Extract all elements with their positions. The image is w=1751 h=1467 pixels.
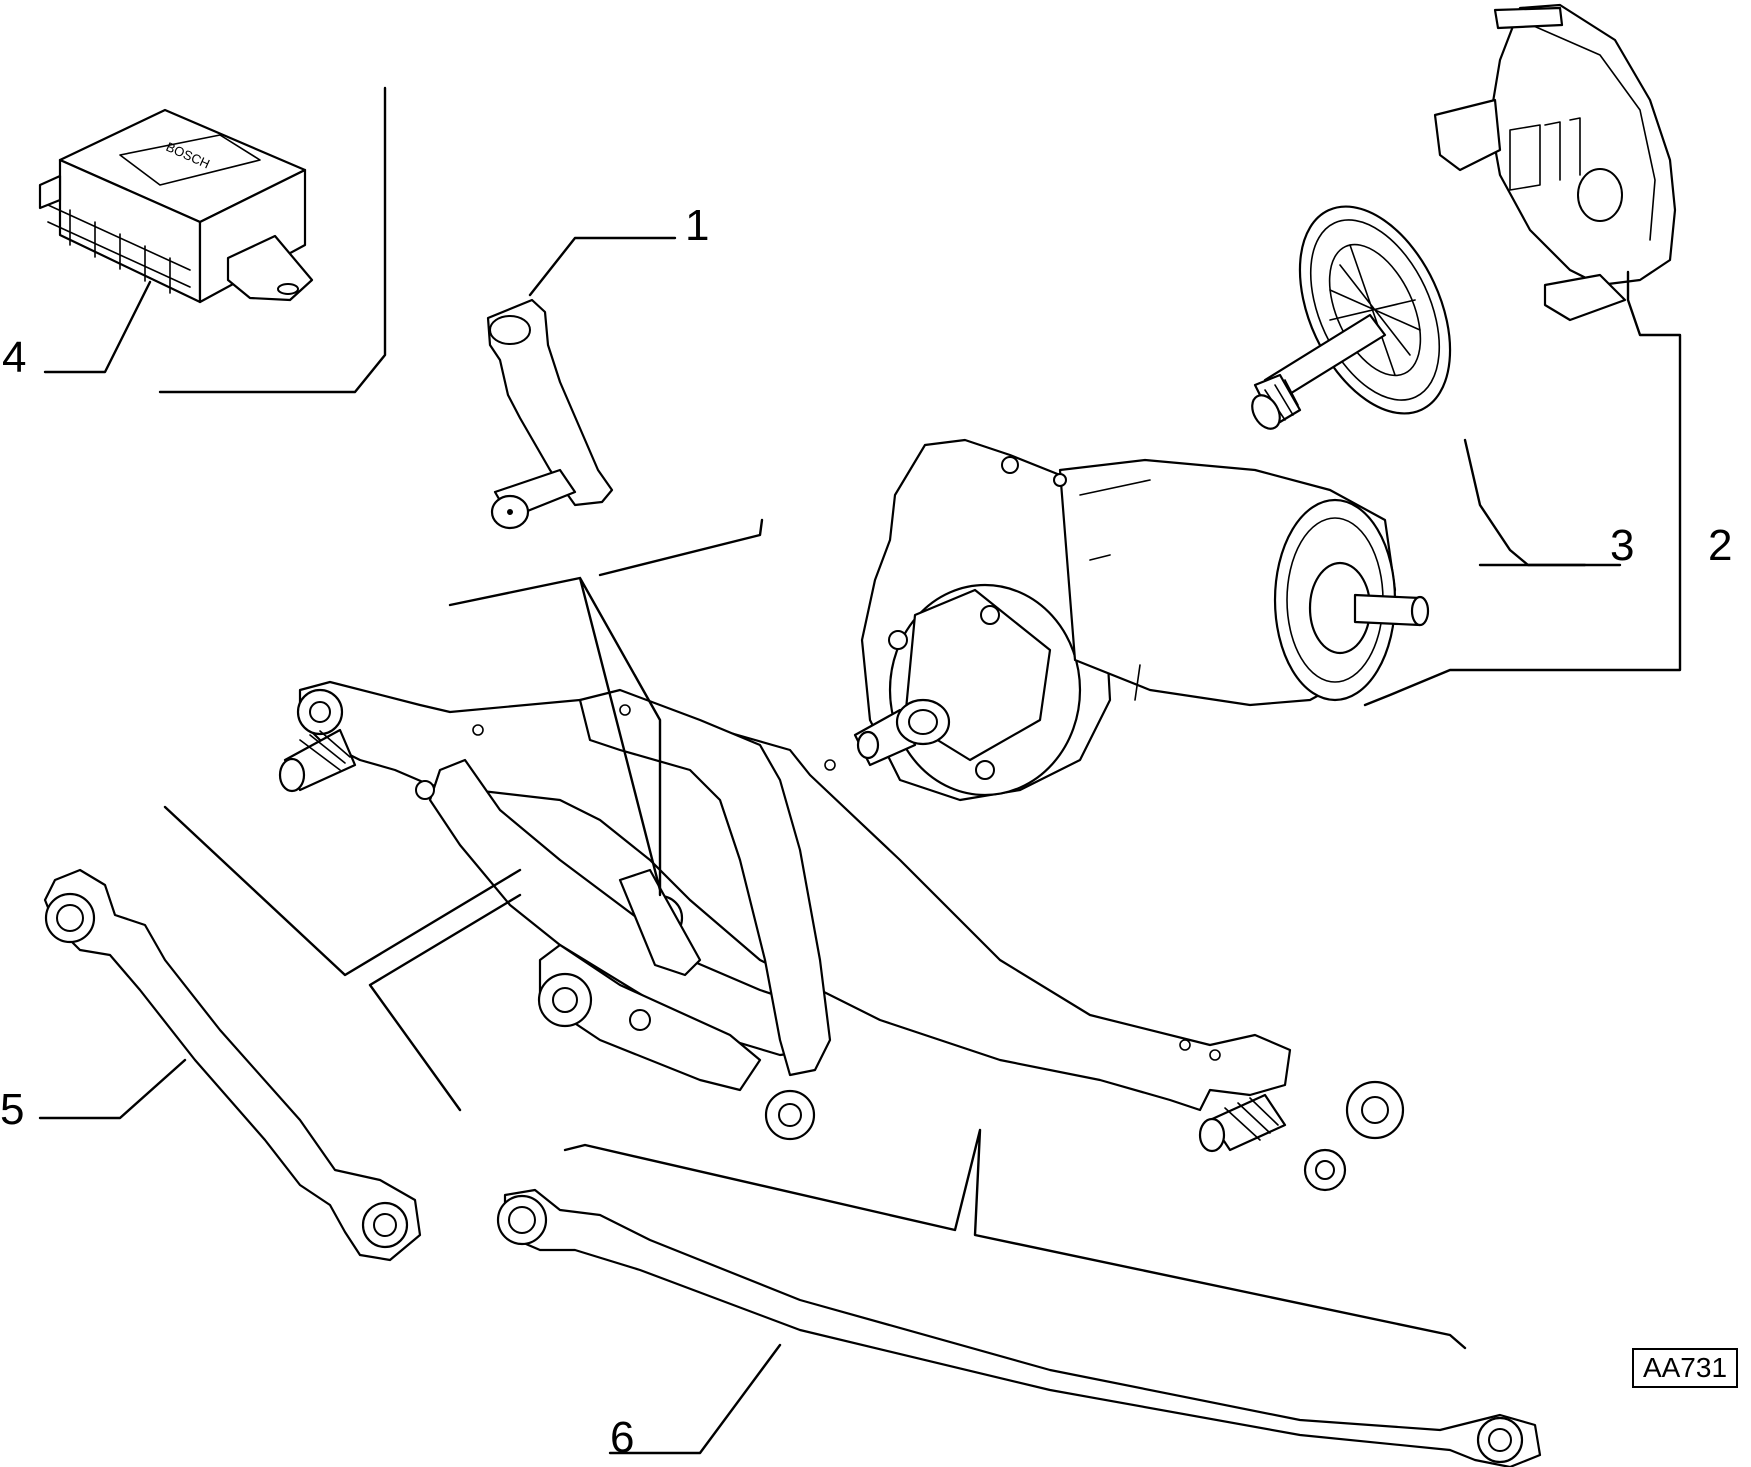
linkage-frame-part — [278, 680, 1405, 1192]
callout-crank-arm: 1 — [685, 201, 709, 250]
callout-control-unit: 4 — [2, 333, 26, 382]
crank-arm-part — [486, 298, 614, 530]
long-link-rod-part — [496, 1188, 1542, 1467]
wiper-motor-part — [853, 438, 1430, 802]
callout-wiper-motor: 2 — [1708, 521, 1732, 570]
gear-cover-part — [1433, 3, 1677, 322]
motor-gear-part — [1251, 205, 1452, 430]
callout-long-link-rod: 6 — [610, 1413, 634, 1462]
callout-motor-gear: 3 — [1610, 521, 1634, 570]
diagram-reference-code: AA731 — [1632, 1348, 1738, 1388]
control-unit-frame-line — [158, 86, 387, 394]
leader-lines — [38, 236, 1682, 1455]
short-link-rod-part — [43, 868, 422, 1262]
callout-short-link-rod: 5 — [0, 1085, 24, 1134]
control-unit-part: BOSCH — [38, 86, 387, 394]
